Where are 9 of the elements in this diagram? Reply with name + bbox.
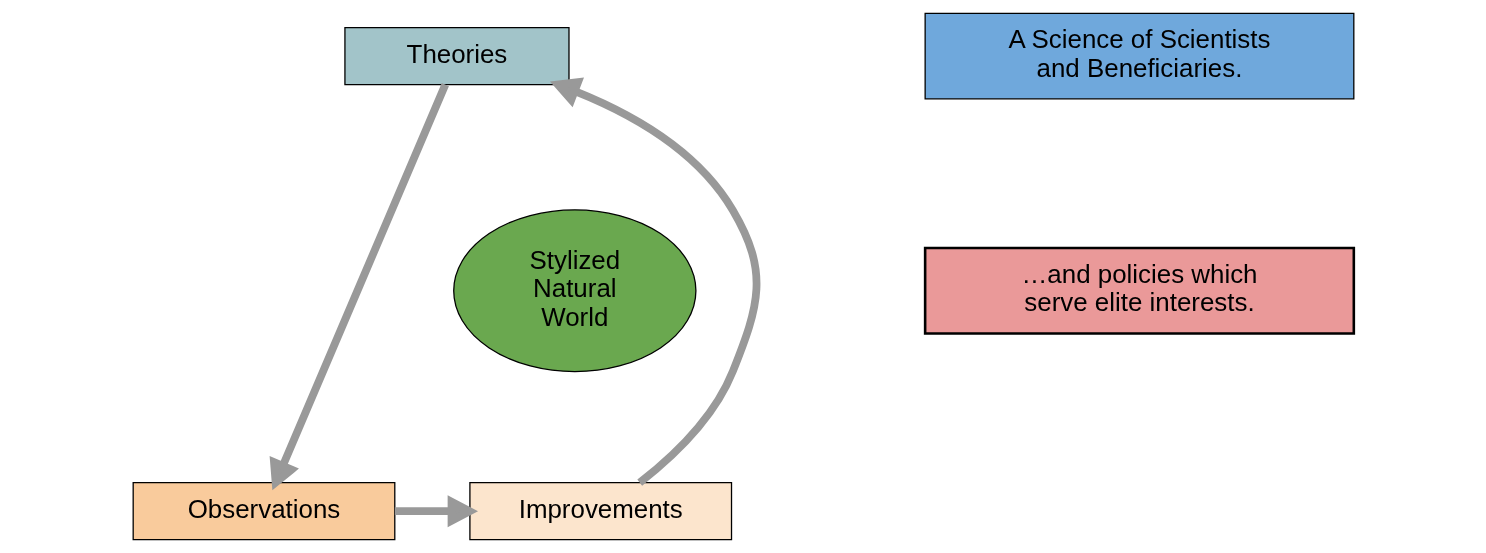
- node-box: Observations: [132, 482, 395, 541]
- arrow: [549, 77, 760, 486]
- arrow: [394, 495, 478, 528]
- node-box: Theories: [343, 26, 570, 86]
- arrow: [269, 83, 449, 491]
- node-box: Improvements: [468, 482, 732, 541]
- node-box: …and policies which serve elite interests.: [923, 246, 1355, 335]
- node-ellipse: Stylized Natural World: [452, 209, 697, 373]
- node-box: A Science of Scientists and Beneficiaries.: [924, 12, 1354, 100]
